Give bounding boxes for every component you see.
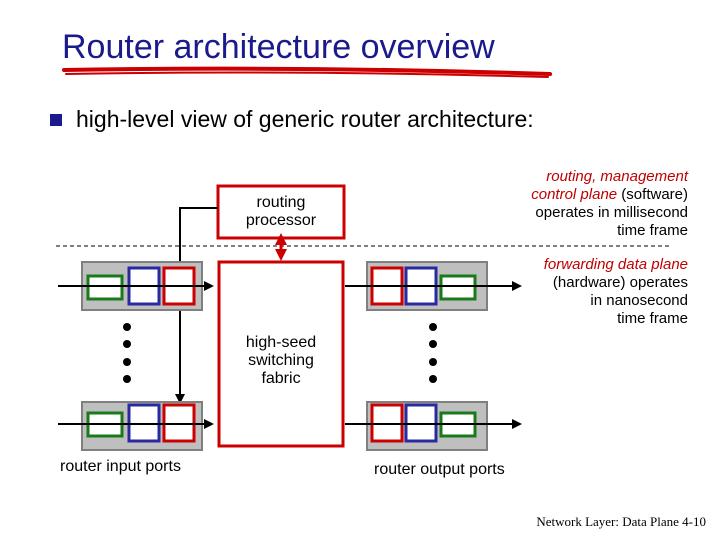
title-underline	[62, 66, 552, 76]
output-ports-label: router output ports	[374, 461, 505, 478]
routing-processor-label: routing processor	[245, 194, 317, 229]
bullet-point: high-level view of generic router archit…	[50, 106, 534, 133]
routing-processor-box	[216, 184, 346, 240]
input-port-2	[58, 401, 214, 451]
input-ports-ellipsis-dots	[123, 323, 131, 383]
slide-title: Router architecture overview	[62, 28, 495, 66]
switching-fabric-label: high-seed switching fabric	[245, 334, 317, 387]
slide-footer: Network Layer: Data Plane 4-10	[536, 514, 706, 529]
title-underline-2	[65, 71, 549, 78]
switching-fabric-box	[217, 260, 345, 448]
control-line	[175, 207, 218, 404]
bullet-square-icon	[50, 113, 62, 126]
output-port-1	[345, 261, 522, 311]
data-plane-description: forwarding data plane (hardware) operate…	[543, 256, 688, 327]
input-ports-label: router input ports	[60, 458, 181, 475]
output-port-2	[345, 401, 522, 451]
output-ports-ellipsis-dots	[429, 323, 437, 383]
control-plane-description: routing, management control plane (softw…	[531, 168, 688, 239]
bullet-text: high-level view of generic router archit…	[76, 106, 534, 132]
input-port-1	[58, 261, 214, 311]
